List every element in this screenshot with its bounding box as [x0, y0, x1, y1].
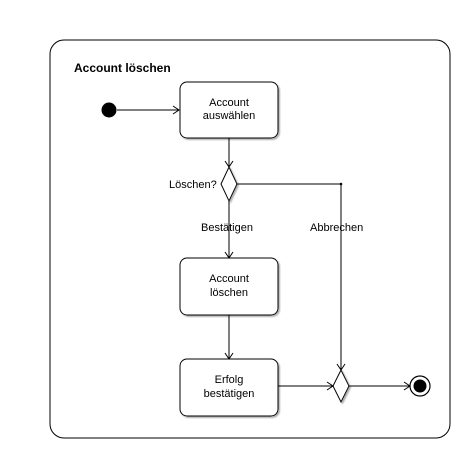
initial-node [101, 102, 117, 118]
action-confirm-success-line1: Erfolg [215, 374, 244, 386]
action-delete-account: Account löschen [179, 257, 279, 316]
action-confirm-success-line2: bestätigen [204, 388, 255, 400]
activity-frame [49, 39, 451, 439]
action-select-account-line2: auswählen [203, 110, 256, 122]
merge-node [332, 368, 350, 404]
arrowhead [172, 105, 180, 115]
action-delete-account-line2: löschen [210, 287, 248, 299]
action-select-account: Account auswählen [179, 81, 279, 139]
action-delete-account-line1: Account [209, 273, 249, 285]
confirm-guard-label: Bestätigen [201, 222, 253, 234]
activity-title: Account löschen [74, 61, 171, 75]
action-select-account-line1: Account [209, 97, 249, 109]
final-node [409, 375, 431, 397]
cancel-guard-label: Abbrechen [310, 222, 363, 234]
decision-question-label: Löschen? [169, 179, 217, 191]
action-confirm-success: Erfolg bestätigen [179, 358, 279, 417]
cancel-branch-bend [339, 182, 343, 186]
